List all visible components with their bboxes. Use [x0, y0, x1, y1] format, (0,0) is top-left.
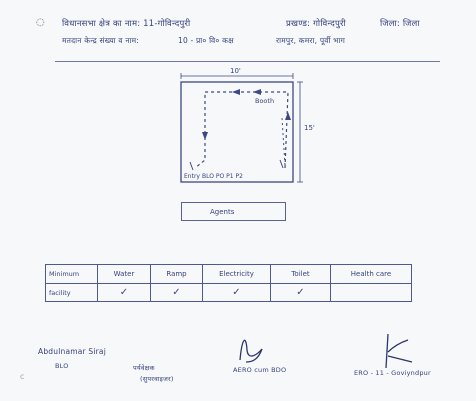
header-district: जिला: जिला [380, 19, 420, 29]
edge-mark: c [20, 372, 25, 381]
row-header-line1: Minimum [49, 270, 80, 278]
ero-title: ERO - 11 - Goviyndpur [354, 369, 431, 377]
path-arrow-left-icon [232, 89, 240, 95]
blo-title: BLO [55, 362, 69, 370]
width-label: 10' [230, 67, 241, 75]
aero-title: AERO cum BDO [233, 366, 287, 374]
facility-table: Minimum Water Ramp Electricity Toilet He… [45, 264, 412, 302]
check-water-icon: ✓ [119, 287, 129, 298]
entry-label: Entry [184, 173, 200, 180]
check-ramp-icon: ✓ [172, 287, 181, 298]
check-toilet-icon: ✓ [296, 287, 305, 298]
supervisor-title: (सुपरवाइजर) [140, 375, 174, 383]
ero-signature [385, 333, 413, 369]
room-outline [180, 81, 294, 183]
check-electricity-icon: ✓ [232, 287, 241, 298]
facility-check-row: facility ✓ ✓ ✓ ✓ [45, 283, 412, 302]
booth-label: Booth [255, 97, 274, 105]
header-underline [55, 61, 440, 62]
header-polling-station-label: मतदान केन्द्र संख्या व नाम: [62, 36, 140, 45]
header-block: प्रखण्ड: गोविन्दपुरी [286, 19, 346, 29]
row-header-line2: facility [49, 288, 71, 297]
check-electricity: ✓ [202, 283, 271, 302]
header-constituency: विधानसभा क्षेत्र का नाम: 11-गोविन्दपुरी [62, 19, 191, 29]
blo-name: Abdulnamar Siraj [38, 347, 107, 356]
path-arrow-down-icon [202, 132, 208, 140]
header-polling-station-number: 10 - प्रा० वि० कक्ष [178, 36, 234, 45]
corner-mark: ◌ [36, 17, 45, 28]
length-label: 15' [304, 124, 315, 132]
official-marks: BLO PO P1 P2 [202, 173, 243, 180]
agent-box: Agents [181, 202, 286, 221]
aero-signature [239, 339, 263, 363]
header-polling-station-place: रामपुर, कमरा, पूर्वी भाग [276, 36, 346, 45]
check-health-care [330, 283, 412, 302]
supervisor-name: पर्यवेक्षक [133, 364, 155, 372]
path-arrow-up-icon [285, 112, 291, 120]
